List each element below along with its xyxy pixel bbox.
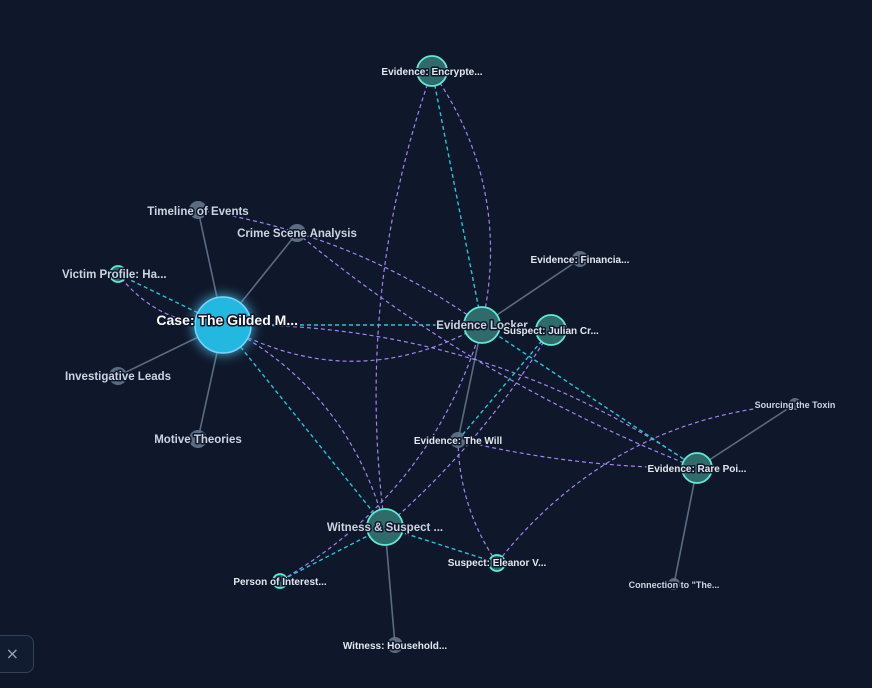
node-label-witness-suspect: Witness & Suspect ... bbox=[327, 522, 443, 534]
edge-timeline-to-locker-ref bbox=[197, 209, 483, 326]
node-label-motive: Motive Theories bbox=[154, 434, 242, 446]
node-locker[interactable] bbox=[463, 306, 501, 344]
node-label-will: Evidence: The Will bbox=[414, 436, 502, 447]
node-label-rare-poison: Evidence: Rare Poi... bbox=[648, 464, 747, 475]
edge-julian-to-witness_suspect-ref bbox=[384, 329, 552, 528]
close-button[interactable]: × bbox=[0, 635, 34, 673]
edge-locker-to-will-tree bbox=[457, 324, 483, 441]
node-connection[interactable] bbox=[668, 578, 680, 590]
edge-encrypted-to-locker-link bbox=[431, 70, 483, 326]
node-crime-scene[interactable] bbox=[288, 224, 306, 242]
node-toxin[interactable] bbox=[789, 398, 801, 410]
edge-layer bbox=[117, 70, 796, 646]
close-icon: × bbox=[5, 644, 19, 663]
node-person-interest[interactable] bbox=[272, 573, 288, 589]
edge-case-to-witness_suspect-ref bbox=[222, 324, 386, 528]
node-label-timeline: Timeline of Events bbox=[147, 206, 248, 218]
node-witness-suspect[interactable] bbox=[366, 508, 404, 546]
node-encrypted[interactable] bbox=[416, 55, 448, 87]
label-layer: Case: The Gilded M... Timeline of EventsC… bbox=[61, 66, 837, 654]
node-label-victim: Victim Profile: Ha... bbox=[62, 269, 167, 281]
node-label-connection: Connection to "The... bbox=[629, 580, 720, 590]
node-eleanor[interactable] bbox=[488, 554, 506, 572]
node-label-encrypted: Evidence: Encrypte... bbox=[381, 67, 482, 78]
edge-will-to-eleanor-ref bbox=[457, 439, 498, 564]
node-label-financial: Evidence: Financia... bbox=[531, 255, 630, 266]
node-label-eleanor: Suspect: Eleanor V... bbox=[448, 558, 547, 569]
node-label-julian: Suspect: Julian Cr... bbox=[503, 326, 599, 337]
node-financial[interactable] bbox=[572, 251, 588, 267]
node-label-leads: Investigative Leads bbox=[65, 371, 171, 383]
node-label-person-interest: Person of Interest... bbox=[233, 577, 327, 588]
node-will[interactable] bbox=[450, 432, 466, 448]
edge-encrypted-to-locker-ref bbox=[431, 70, 492, 326]
edge-encrypted-to-witness_suspect-ref bbox=[375, 70, 433, 528]
edge-case-to-witness_suspect-link bbox=[222, 324, 386, 528]
node-label-locker: Evidence Locker bbox=[436, 320, 528, 332]
node-layer bbox=[109, 55, 801, 653]
edge-locker-to-person_interest-ref bbox=[279, 324, 483, 582]
edge-crime_scene-to-rare_poison-ref bbox=[296, 232, 698, 469]
edge-case-to-rare_poison-ref bbox=[222, 324, 698, 469]
node-rare-poison[interactable] bbox=[681, 452, 713, 484]
node-timeline[interactable] bbox=[189, 201, 207, 219]
node-leads[interactable] bbox=[109, 367, 127, 385]
edge-julian-to-will-link bbox=[457, 329, 552, 441]
edge-will-to-rare_poison-ref bbox=[457, 439, 698, 469]
node-label-household: Witness: Household... bbox=[343, 641, 448, 652]
node-case[interactable] bbox=[194, 296, 252, 354]
edge-rare_poison-to-connection-tree bbox=[673, 467, 698, 585]
edge-case-to-victim-link bbox=[117, 273, 224, 326]
edge-witness_suspect-to-household-tree bbox=[384, 526, 396, 646]
node-motive[interactable] bbox=[189, 430, 207, 448]
node-julian[interactable] bbox=[535, 314, 567, 346]
edge-toxin-to-eleanor-ref bbox=[496, 403, 796, 564]
node-victim[interactable] bbox=[109, 265, 127, 283]
edge-witness_suspect-to-person_interest-link bbox=[279, 526, 386, 582]
node-label-toxin: Sourcing the Toxin bbox=[755, 400, 836, 410]
node-household[interactable] bbox=[387, 637, 403, 653]
edge-locker-to-financial-tree bbox=[481, 258, 581, 326]
edge-case-to-locker-ref bbox=[222, 324, 483, 362]
edge-witness_suspect-to-eleanor-link bbox=[384, 526, 498, 564]
edge-locker-to-rare_poison-link bbox=[481, 324, 698, 469]
node-label-case: Case: The Gilded M... bbox=[156, 312, 298, 328]
node-label-crime-scene: Crime Scene Analysis bbox=[237, 228, 357, 240]
edge-rare_poison-to-toxin-tree bbox=[696, 403, 796, 469]
